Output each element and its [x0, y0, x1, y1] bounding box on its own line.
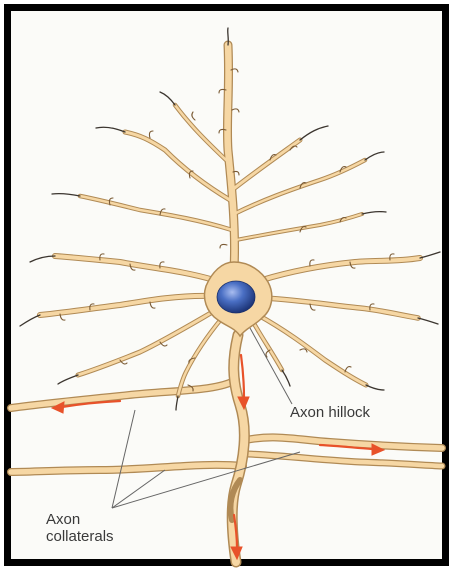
axon-collaterals-label-line2: collaterals	[46, 528, 114, 545]
collateral-leader-line-3	[112, 452, 300, 508]
axon-collaterals	[11, 380, 442, 472]
hillock-leader-line	[250, 328, 292, 404]
axon-hillock-label: Axon hillock	[290, 404, 370, 421]
collateral-leader-line-1	[112, 410, 135, 508]
collateral-upper-left-fill	[11, 380, 236, 408]
axon-collaterals-label-line1: Axon	[46, 511, 114, 528]
nucleus-icon	[217, 281, 255, 313]
axon-collaterals-label: Axon collaterals	[46, 511, 114, 545]
